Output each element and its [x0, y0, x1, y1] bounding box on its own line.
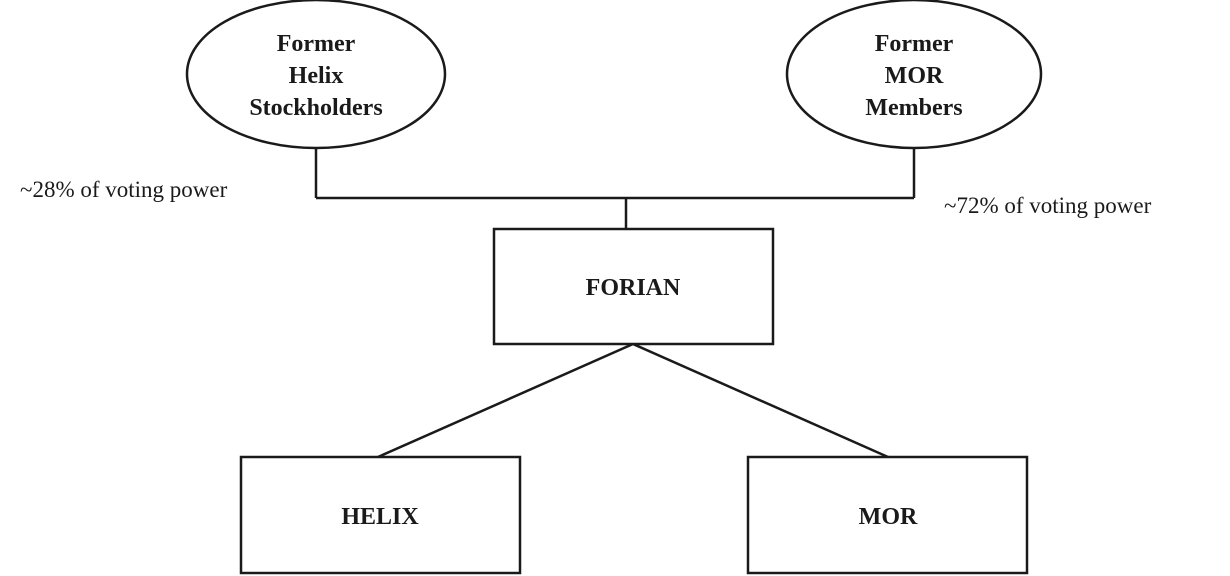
mor-holders-line3: Members	[865, 95, 962, 121]
parent-label: FORIAN	[586, 275, 681, 301]
helix-holders-node: Former Helix Stockholders	[185, 0, 447, 150]
mor-holders-node: Former MOR Members	[785, 0, 1043, 150]
helix-holders-line2: Helix	[289, 63, 344, 89]
mor-holders-ellipse	[785, 0, 1043, 150]
subsidiaries-connector	[377, 342, 889, 459]
parent-box	[492, 227, 775, 346]
helix-holders-line3: Stockholders	[249, 95, 382, 121]
helix-subsidiary-node: HELIX	[239, 455, 522, 575]
mor-subsidiary-line	[632, 342, 889, 459]
mor-subsidiary-label: MOR	[859, 504, 918, 530]
helix-subsidiary-label: HELIX	[341, 504, 419, 530]
helix-holders-line1: Former	[277, 31, 356, 57]
mor-voting-power-label: ~72% of voting power	[944, 193, 1152, 218]
parent-node: FORIAN	[492, 227, 775, 346]
mor-subsidiary-node: MOR	[746, 455, 1029, 575]
holders-connector	[314, 148, 916, 229]
helix-subsidiary-box	[239, 455, 522, 575]
mor-holders-line1: Former	[875, 31, 954, 57]
helix-holders-ellipse	[185, 0, 447, 150]
helix-voting-power-label: ~28% of voting power	[20, 177, 228, 202]
mor-holders-line2: MOR	[885, 63, 944, 89]
mor-subsidiary-box	[746, 455, 1029, 575]
helix-subsidiary-line	[377, 342, 634, 459]
